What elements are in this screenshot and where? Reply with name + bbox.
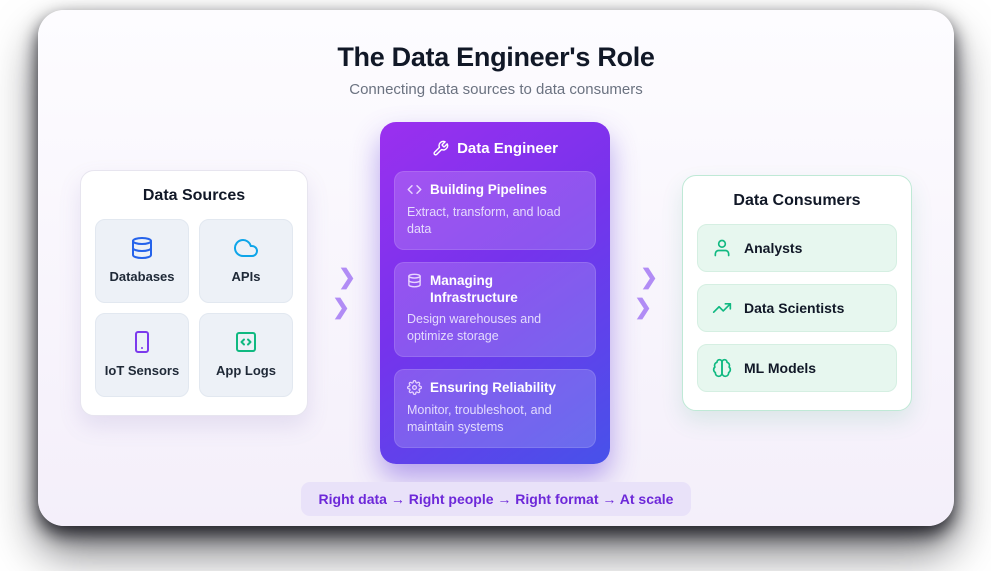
data-sources-card: Data Sources Databases APIs — [80, 169, 308, 416]
smartphone-icon — [130, 330, 154, 354]
source-item-label: APIs — [231, 269, 261, 285]
responsibility-title: Ensuring Reliability — [430, 380, 557, 396]
data-engineer-header: Data Engineer — [394, 140, 596, 157]
responsibility-building-pipelines: Building Pipelines Extract, transform, a… — [394, 171, 596, 250]
source-item-label: App Logs — [216, 363, 276, 379]
chevron-right-icon: ❯ — [338, 266, 356, 290]
responsibility-title: Building Pipelines — [430, 182, 548, 197]
data-engineer-title: Data Engineer — [457, 140, 558, 157]
cloud-icon — [234, 236, 258, 260]
source-item-app-logs: App Logs — [199, 312, 293, 397]
data-engineer-card: Data Engineer Building Pipelines Extract… — [380, 122, 610, 464]
source-item-label: Databases — [109, 269, 175, 285]
responsibility-ensuring-reliability: Ensuring Reliability Monitor, troublesho… — [394, 369, 596, 448]
data-consumers-card: Data Consumers Analysts Data Scientists … — [682, 174, 912, 411]
code-icon — [407, 182, 422, 197]
consumer-item-data-scientists: Data Scientists — [697, 283, 897, 332]
source-item-apis: APIs — [199, 218, 293, 303]
consumer-item-label: Data Scientists — [744, 299, 845, 316]
consumer-item-label: Analysts — [744, 239, 803, 256]
trending-up-icon — [712, 298, 732, 318]
chevron-right-icon: ❯ — [640, 266, 658, 290]
consumer-item-analysts: Analysts — [697, 223, 897, 272]
diagram-frame: The Data Engineer's Role Connecting data… — [38, 10, 954, 526]
chevron-right-icon: ❯ — [634, 296, 652, 320]
consumer-item-ml-models: ML Models — [697, 343, 897, 392]
responsibility-title: Managing Infrastructure — [430, 272, 518, 305]
database-icon — [130, 236, 154, 260]
responsibility-managing-infrastructure: Managing Infrastructure Design warehouse… — [394, 261, 596, 358]
data-sources-title: Data Sources — [142, 186, 246, 204]
summary-pill: Right data → Right people → Right format… — [300, 481, 692, 516]
page-title: The Data Engineer's Role — [337, 42, 655, 72]
page-subtitle: Connecting data sources to data consumer… — [349, 81, 643, 98]
gear-icon — [407, 380, 422, 396]
brain-icon — [712, 358, 732, 378]
consumer-item-label: ML Models — [744, 359, 817, 376]
footer-wrap: Right data → Right people → Right format… — [38, 481, 954, 516]
user-icon — [712, 238, 732, 258]
chevron-right-icon: ❯ — [332, 296, 350, 320]
source-item-iot-sensors: IoT Sensors — [95, 312, 189, 397]
database-icon — [407, 273, 422, 288]
data-consumers-title: Data Consumers — [733, 191, 861, 209]
diagram-columns: Data Sources Databases APIs — [38, 122, 954, 464]
wrench-icon — [432, 140, 449, 157]
source-item-label: IoT Sensors — [104, 363, 180, 379]
responsibility-desc: Design warehouses and optimize storage — [407, 312, 542, 344]
responsibility-desc: Extract, transform, and load data — [407, 204, 561, 236]
responsibility-desc: Monitor, troubleshoot, and maintain syst… — [407, 403, 552, 434]
data-sources-grid: Databases APIs IoT Sensors — [95, 218, 293, 397]
flow-arrows-right: ❯ ❯ — [630, 267, 662, 318]
flow-arrows-left: ❯ ❯ — [328, 267, 360, 318]
code-window-icon — [234, 330, 258, 354]
source-item-databases: Databases — [95, 218, 189, 303]
